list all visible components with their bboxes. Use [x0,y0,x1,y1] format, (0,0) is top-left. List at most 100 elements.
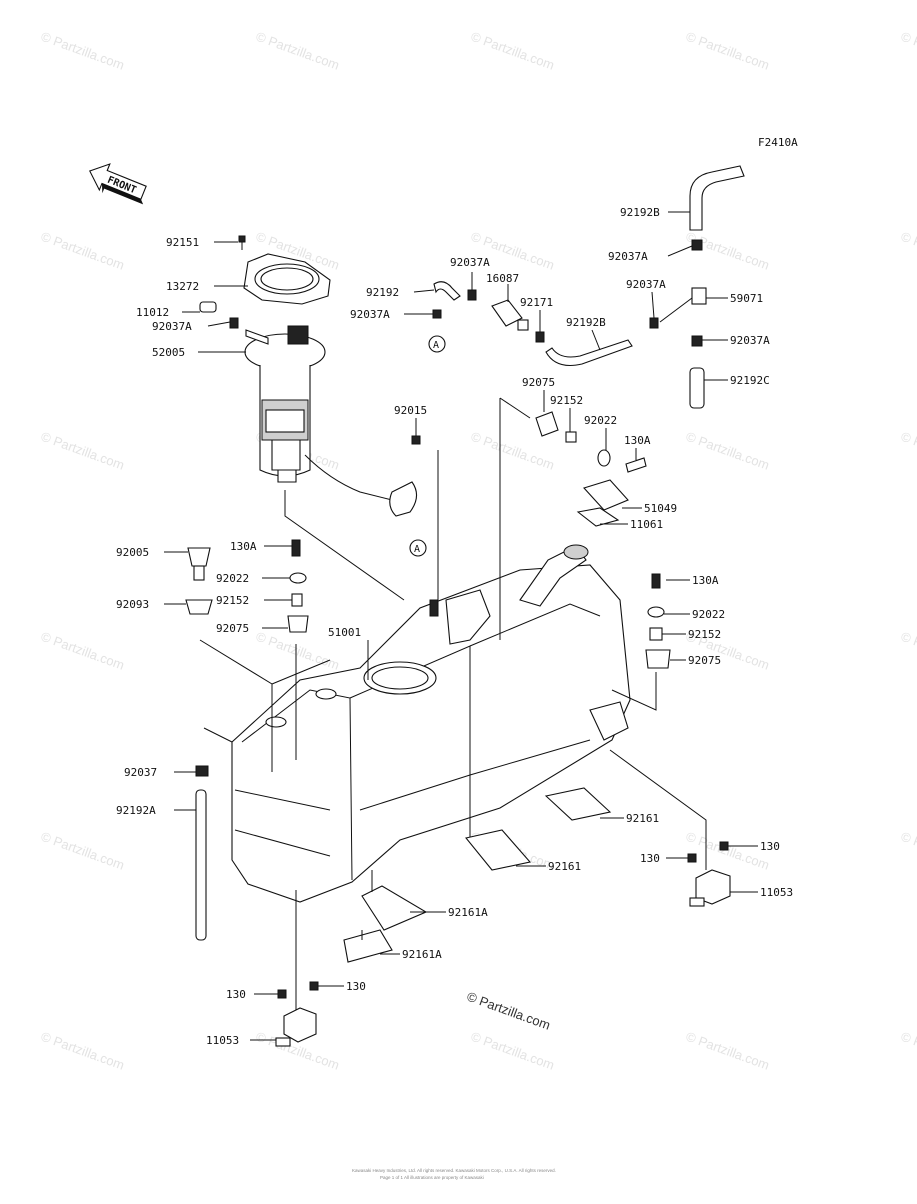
callout-92093: 92093 [116,598,149,611]
hose-92192c [689,367,705,409]
callout-92161a-lower: 92161A [402,948,442,961]
right-mount-hardware [645,573,671,669]
watermark-text: © Partzilla.com [684,829,771,873]
callout-92075-right: 92075 [688,654,721,667]
callout-130-right-right: 130 [760,840,780,853]
watermark-text: © Partzilla.com [39,829,126,873]
ref-marker-a-top: A [433,340,439,351]
callout-92022-right: 92022 [692,608,725,621]
callout-11053-right: 11053 [760,886,793,899]
leader-lines [164,211,758,1041]
callout-92171: 92171 [520,296,553,309]
screw-92151 [238,235,246,243]
bottom-brackets [275,841,731,1047]
callout-59071: 59071 [730,292,763,305]
watermark-text: © Partzilla.com [899,829,917,873]
watermark-text: © Partzilla.com [684,429,771,473]
callout-92037a-right3: 92037A [730,334,770,347]
watermark-text: © Partzilla.com [39,1029,126,1073]
callout-130-bottom-right: 130 [346,980,366,993]
callout-130a-right: 130A [692,574,719,587]
fuel-pump-assembly [199,235,418,517]
footer-line-2: Page 1 of 1 All illustrations are proper… [380,1175,484,1180]
valve-16087 [491,299,523,327]
callout-92192b-mid: 92192B [566,316,606,329]
callout-51001: 51001 [328,626,361,639]
callout-92037a-a: 92037A [350,308,390,321]
watermark-text: © Partzilla.com [899,1029,917,1073]
callout-92022-top: 92022 [584,414,617,427]
watermark-text: © Partzilla.com [39,629,126,673]
callout-92161-right: 92161 [626,812,659,825]
joint-59071 [691,287,707,305]
watermark-text: © Partzilla.com [469,29,556,73]
callout-92037a-pump: 92037A [152,320,192,333]
callout-92192c: 92192C [730,374,770,387]
callout-130a-top: 130A [624,434,651,447]
callout-130-right-left: 130 [640,852,660,865]
callout-92037a-top: 92037A [450,256,490,269]
callout-92037a-right1: 92037A [608,250,648,263]
cap-51049 [583,479,629,511]
watermark-text: © Partzilla.com [899,229,917,273]
hose-92192a [195,789,207,941]
pad-92161a-upper [361,885,428,931]
callout-11012: 11012 [136,306,169,319]
watermark-text: © Partzilla.com [469,1029,556,1073]
front-arrow-icon: FRONT [88,163,147,205]
plug-11012 [199,301,217,313]
watermark-text: © Partzilla.com [254,29,341,73]
callout-92151: 92151 [166,236,199,249]
pad-92161-center [465,829,532,871]
callout-130a-left: 130A [230,540,257,553]
upper-mount-hardware [411,411,647,527]
callout-16087: 16087 [486,272,519,285]
grommet-92093 [185,599,213,615]
callout-13272: 13272 [166,280,199,293]
watermark-text: © Partzilla.com [899,29,917,73]
callout-92022-left: 92022 [216,572,249,585]
watermark-text: © Partzilla.com [684,29,771,73]
diagram-code: F2410A [758,136,798,149]
callout-92161a-upper: 92161A [448,906,488,919]
callout-labels: 92151 13272 11012 92037A 52005 92192 920… [116,206,793,1047]
watermark-text: © Partzilla.com [39,29,126,73]
callout-51049: 51049 [644,502,677,515]
callout-92075-left: 92075 [216,622,249,635]
hose-92192b-top [689,165,745,231]
callout-92015: 92015 [394,404,427,417]
callout-92152-right: 92152 [688,628,721,641]
valve-92005 [187,547,211,567]
vent-hose-assembly: A [428,165,745,409]
rubber-pads [343,787,612,963]
callout-92192a: 92192A [116,804,156,817]
copyright-center: © Partzilla.com [465,989,552,1033]
callout-92005: 92005 [116,546,149,559]
watermark-text: © Partzilla.com [39,229,126,273]
watermark-text: © Partzilla.com [39,429,126,473]
pad-92161-right [544,787,612,821]
callout-92192: 92192 [366,286,399,299]
grommet-92075-top [535,411,559,437]
callout-92037a-right2: 92037A [626,278,666,291]
footer-line-1: Kawasaki Heavy Industries, Ltd. All righ… [352,1168,556,1173]
watermark-text: © Partzilla.com [684,229,771,273]
callout-130-bottom-left: 130 [226,988,246,1001]
ref-marker-a-tank: A [414,544,420,555]
callout-92152-top: 92152 [550,394,583,407]
callout-92152-left: 92152 [216,594,249,607]
callout-92192b-top: 92192B [620,206,660,219]
pad-92161a-lower [343,929,393,963]
callout-92075-top: 92075 [522,376,555,389]
callout-92037: 92037 [124,766,157,779]
callout-11053-bottom: 11053 [206,1034,239,1047]
callout-92161-center: 92161 [548,860,581,873]
callout-52005: 52005 [152,346,185,359]
watermark-text: © Partzilla.com [684,1029,771,1073]
watermark-text: © Partzilla.com [899,629,917,673]
left-mount-hardware [185,539,309,941]
fuel-tank-51001: A [231,539,631,903]
callout-11061: 11061 [630,518,663,531]
